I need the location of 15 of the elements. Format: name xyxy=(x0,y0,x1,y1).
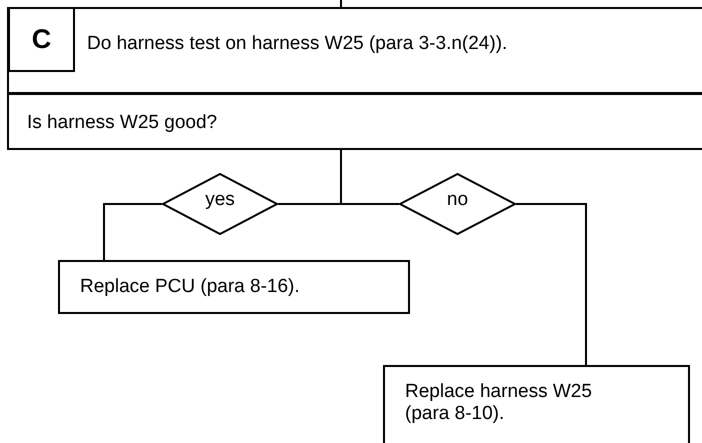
branch-label: no xyxy=(446,190,470,209)
branch-label: yes xyxy=(204,190,236,209)
action-text: Replace PCU (para 8-16). xyxy=(80,276,300,298)
action-text: Replace harness W25 (para 8-10). xyxy=(405,381,593,425)
action-box xyxy=(58,260,410,314)
step-text: Is harness W25 good? xyxy=(27,111,218,135)
step-text: Do harness test on harness W25 (para 3-3.n(24)). xyxy=(87,32,508,56)
step-box xyxy=(7,93,702,150)
step-letter-box: C xyxy=(8,7,75,72)
connector-line xyxy=(340,150,399,205)
connector-line xyxy=(103,203,162,260)
action-box xyxy=(383,365,690,443)
step-box xyxy=(7,7,702,94)
connector-line xyxy=(340,0,342,7)
connector-line xyxy=(516,203,587,365)
